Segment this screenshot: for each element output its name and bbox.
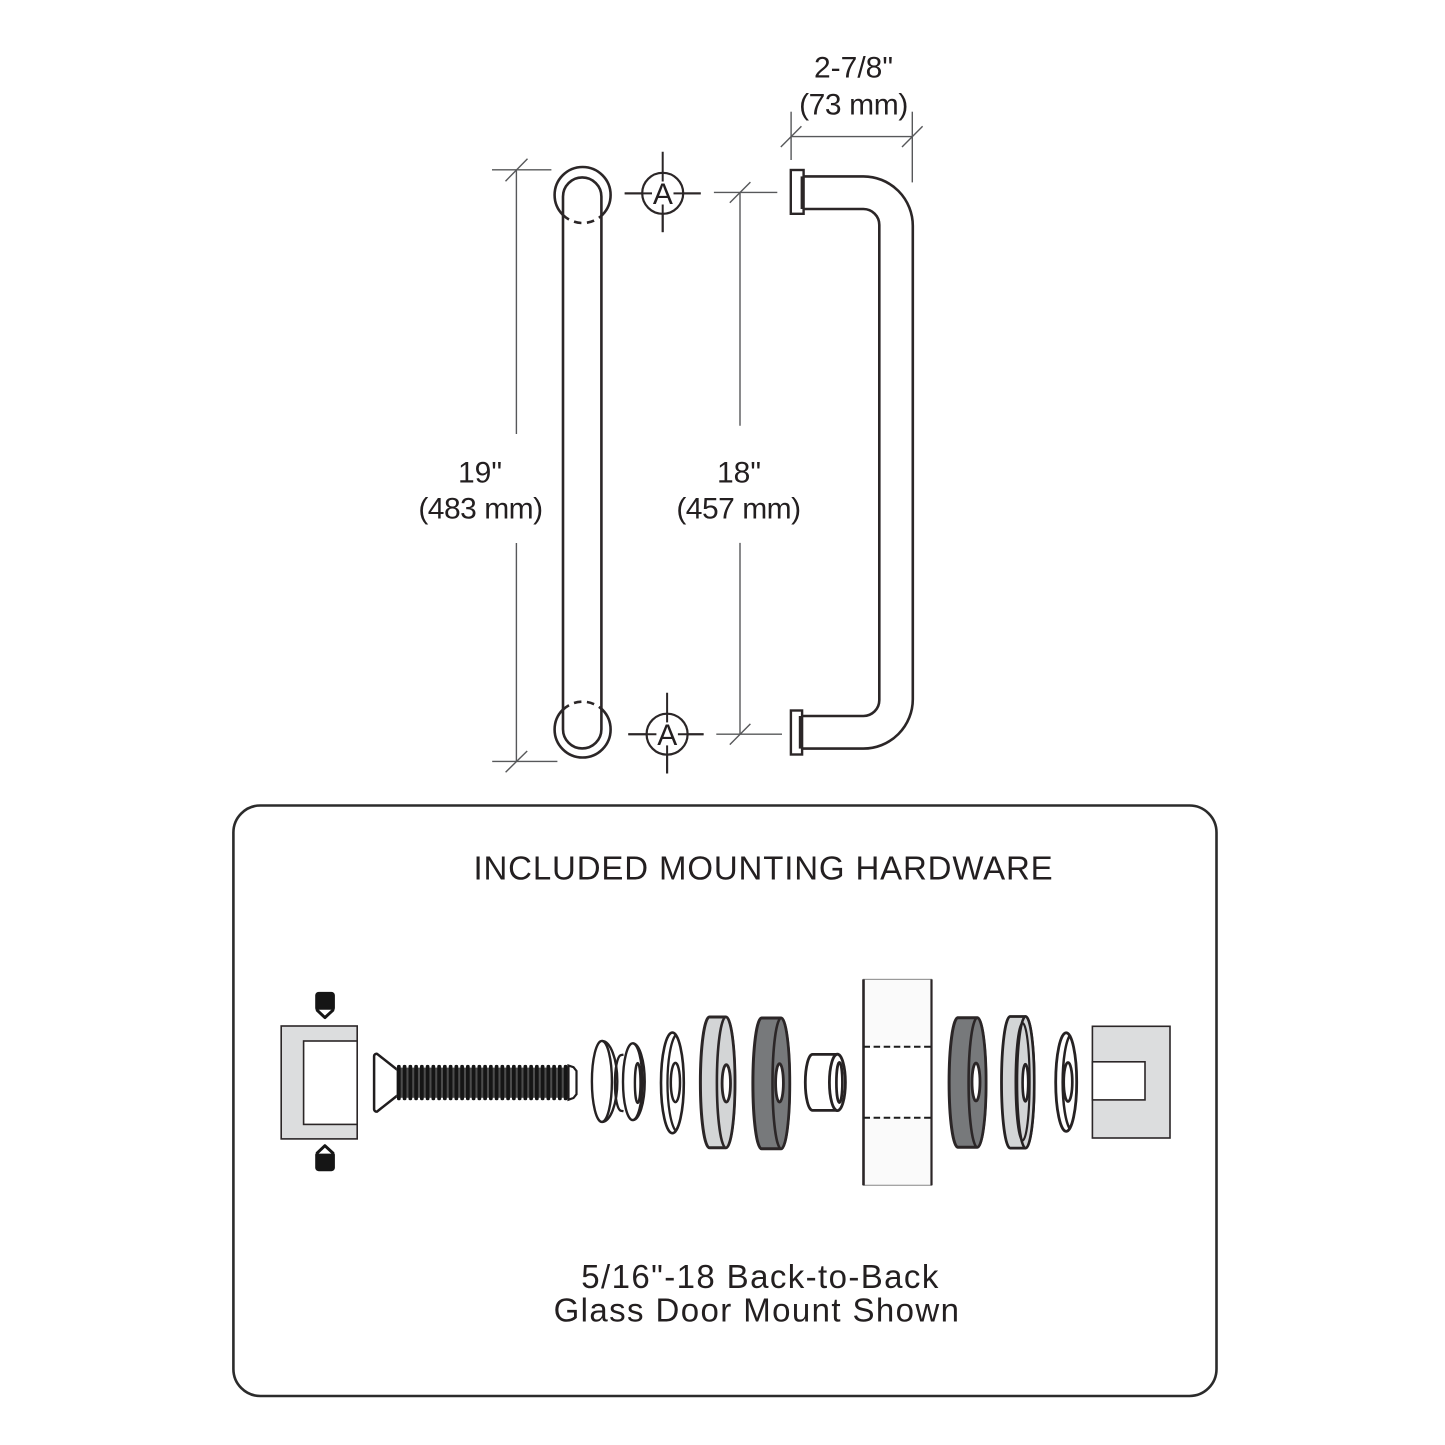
- svg-text:(457 mm): (457 mm): [676, 493, 800, 526]
- svg-text:Glass Door Mount Shown: Glass Door Mount Shown: [554, 1291, 961, 1328]
- svg-text:A: A: [657, 719, 677, 752]
- svg-text:(483 mm): (483 mm): [418, 493, 542, 526]
- svg-text:18": 18": [717, 456, 761, 489]
- svg-text:2-7/8": 2-7/8": [814, 52, 893, 85]
- svg-text:(73 mm): (73 mm): [799, 89, 908, 122]
- svg-text:19": 19": [458, 456, 502, 489]
- svg-text:A: A: [653, 178, 673, 211]
- svg-text:5/16"-18 Back-to-Back: 5/16"-18 Back-to-Back: [581, 1258, 939, 1295]
- svg-text:INCLUDED MOUNTING HARDWARE: INCLUDED MOUNTING HARDWARE: [473, 850, 1053, 887]
